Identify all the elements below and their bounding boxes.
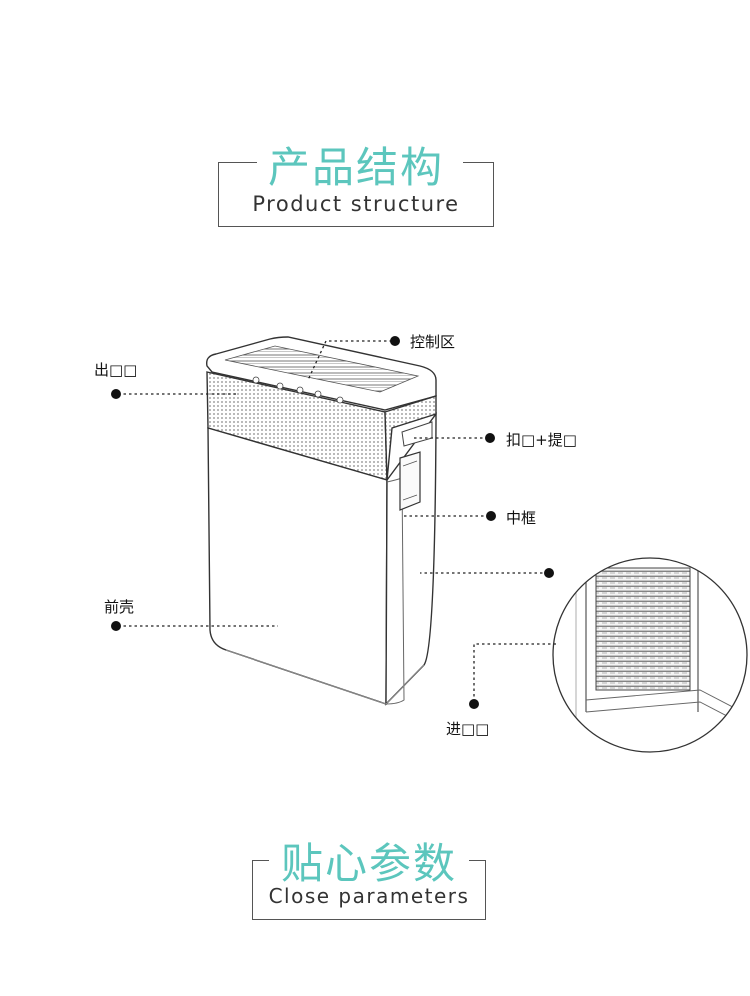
params-title-cn: 贴心参数 <box>280 839 457 888</box>
callout-air-outlet: 出□□ <box>94 361 138 379</box>
callout-middle-frame: 中框 <box>506 509 537 527</box>
callout-front-shell: 前壳 <box>104 598 135 616</box>
inlet-detail-magnifier <box>552 557 748 753</box>
heading-rule-right <box>463 162 493 163</box>
leader-lines <box>118 340 556 702</box>
callout-buckle-handle: 扣□+提□ <box>506 431 577 449</box>
callout-control-area: 控制区 <box>410 333 456 351</box>
structure-title-en: Product structure <box>252 192 460 216</box>
callout-air-inlet: 进□□ <box>446 720 490 738</box>
leader-dots <box>111 336 554 709</box>
structure-heading: 产品结构 Product structure <box>218 143 494 227</box>
heading-rule-left <box>219 162 257 163</box>
params-heading: 贴心参数 Close parameters <box>252 839 486 920</box>
params-title-en: Close parameters <box>268 884 470 908</box>
structure-title-cn: 产品结构 <box>267 143 444 192</box>
heading-rule-right <box>469 860 485 861</box>
purifier-illustration <box>206 336 437 706</box>
heading-rule-left <box>253 860 269 861</box>
